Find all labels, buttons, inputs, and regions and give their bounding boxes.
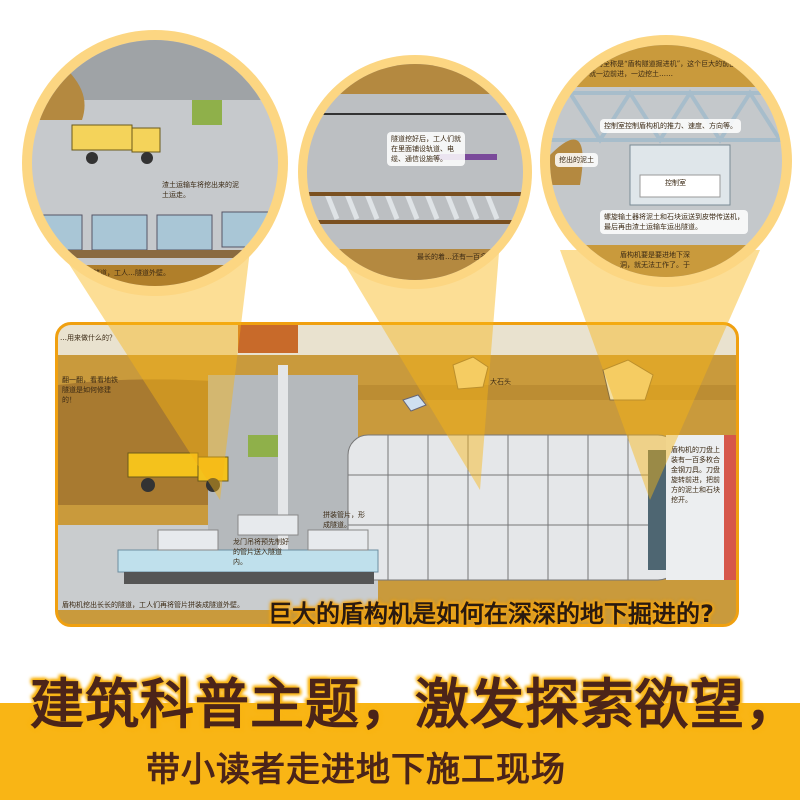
subheadline: 带小读者走进地下施工现场 — [146, 750, 566, 790]
intro-note: 翻一翻，看看地铁隧道是如何修建的！ — [62, 376, 118, 404]
magnifier-3-bottom-note: 盾构机要是要进地下深洞，就无法工作了。于是， — [620, 251, 690, 277]
control-note: 控制室控制盾构机的推力、速度、方向等。 — [600, 119, 741, 133]
track-laying-scene — [307, 64, 523, 280]
control-room-label: 控制室 — [665, 179, 686, 187]
track-laying-note: 隧道挖好后，工人们就在里面铺设轨道、电缆、通信设施等。 — [387, 132, 465, 166]
magnifier-1-bottom-note: 长长的隧道，工人…隧道外壁。 — [72, 269, 170, 277]
conveyor-note: 螺旋输土器将泥土和石块运送到皮带传送机，最后再由渣土运输车运出隧道。 — [600, 210, 748, 234]
bottom-note: 盾构机挖出长长的隧道，工人们再将管片拼装成隧道外壁。 — [62, 601, 244, 609]
cutter-note: 盾构机的刀盘上装有一百多枚合金钢刀具。刀盘旋转前进，把前方的泥土和石块挖开。 — [671, 446, 720, 504]
headline: 建筑科普主题，激发探索欲望， — [30, 673, 800, 736]
magnifier-1: 渣土运输车将挖出来的泥土运走。 长长的隧道，工人…隧道外壁。 — [22, 30, 288, 296]
tunnel-illustration-panel: …用来做什么的？ 翻一翻，看看地铁隧道是如何修建的！ 龙门吊将预先制好的管片送入… — [55, 322, 739, 627]
yellow-band — [0, 703, 800, 800]
tunnel-illustration — [58, 325, 736, 624]
rock-label: 大石头 — [490, 378, 511, 386]
segment-note: 拼装管片，形成隧道。 — [323, 511, 365, 529]
dump-truck-note: 渣土运输车将挖出来的泥土运走。 — [162, 181, 239, 199]
soil-label: 挖出的泥土 — [555, 153, 598, 167]
crane-note: 龙门吊将预先制好的管片送入隧道内。 — [233, 538, 289, 566]
top-left-note: …用来做什么的？ — [60, 334, 116, 342]
panel-caption: 巨大的盾构机是如何在深深的地下掘进的? — [268, 600, 714, 628]
magnifier-2-bottom-note: 最长的着…还有一百多… — [417, 253, 494, 261]
magnifier-3: 盾构机的全称是“盾构隧道掘进机”，这个巨大的前部装有刀片，就一边前进，一边挖土…… — [540, 35, 792, 287]
shield-machine-top-note: 盾构机的全称是“盾构隧道掘进机”，这个巨大的前部装有刀片，就一边前进，一边挖土…… — [575, 60, 758, 78]
magnifier-2: 隧道挖好后，工人们就在里面铺设轨道、电缆、通信设施等。 最长的着…还有一百多… — [298, 55, 532, 289]
worksite-scene — [32, 40, 278, 286]
